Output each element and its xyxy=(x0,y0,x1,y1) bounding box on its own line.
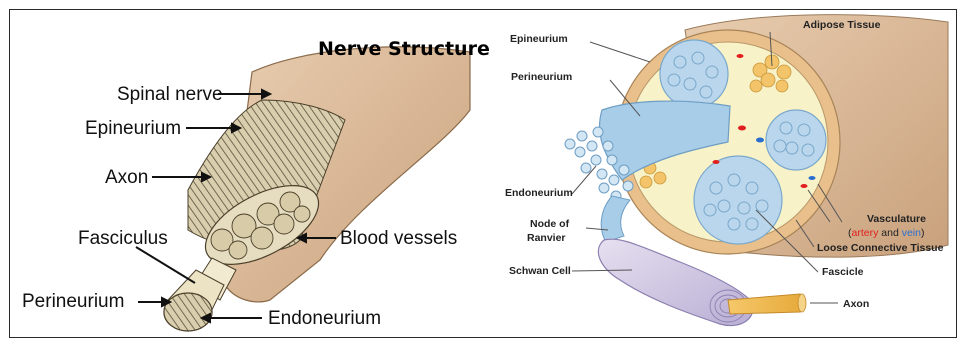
label-axon-right: Axon xyxy=(843,298,869,310)
label-endoneurium-right: Endoneurium xyxy=(505,187,573,199)
vasculature-paren-close: ) xyxy=(921,227,925,239)
label-blood-vessels: Blood vessels xyxy=(340,228,457,249)
label-perineurium-left: Perineurium xyxy=(22,291,124,312)
fascicle-bottom xyxy=(694,156,782,244)
label-fasciculus: Fasciculus xyxy=(78,228,168,249)
label-spinal-nerve: Spinal nerve xyxy=(117,84,223,105)
vasculature-artery-word: artery xyxy=(852,227,880,239)
label-epineurium-left: Epineurium xyxy=(85,118,181,139)
vasculature-and-word: and xyxy=(878,227,901,239)
label-vasculature-detail: (artery and vein) xyxy=(848,227,924,239)
label-epineurium-right: Epineurium xyxy=(510,33,568,45)
vasculature-vein-word: vein xyxy=(902,227,921,239)
label-node-of-ranvier-2: Ranvier xyxy=(527,232,566,244)
axon-descending xyxy=(601,196,630,242)
label-vasculature: Vasculature xyxy=(867,213,926,225)
label-fascicle: Fascicle xyxy=(822,266,864,278)
label-adipose-tissue: Adipose Tissue xyxy=(803,19,881,31)
label-endoneurium-left: Endoneurium xyxy=(268,308,381,329)
left-diagram-title: Nerve Structure xyxy=(318,38,490,60)
fascicle-right xyxy=(766,110,826,170)
label-node-of-ranvier-1: Node of xyxy=(530,218,570,230)
right-nerve-illustration xyxy=(565,15,948,326)
label-loose-connective-tissue: Loose Connective Tissue xyxy=(817,242,944,254)
label-schwann-cell: Schwan Cell xyxy=(509,265,571,277)
label-axon-left: Axon xyxy=(105,167,148,188)
label-perineurium-right: Perineurium xyxy=(511,71,572,83)
